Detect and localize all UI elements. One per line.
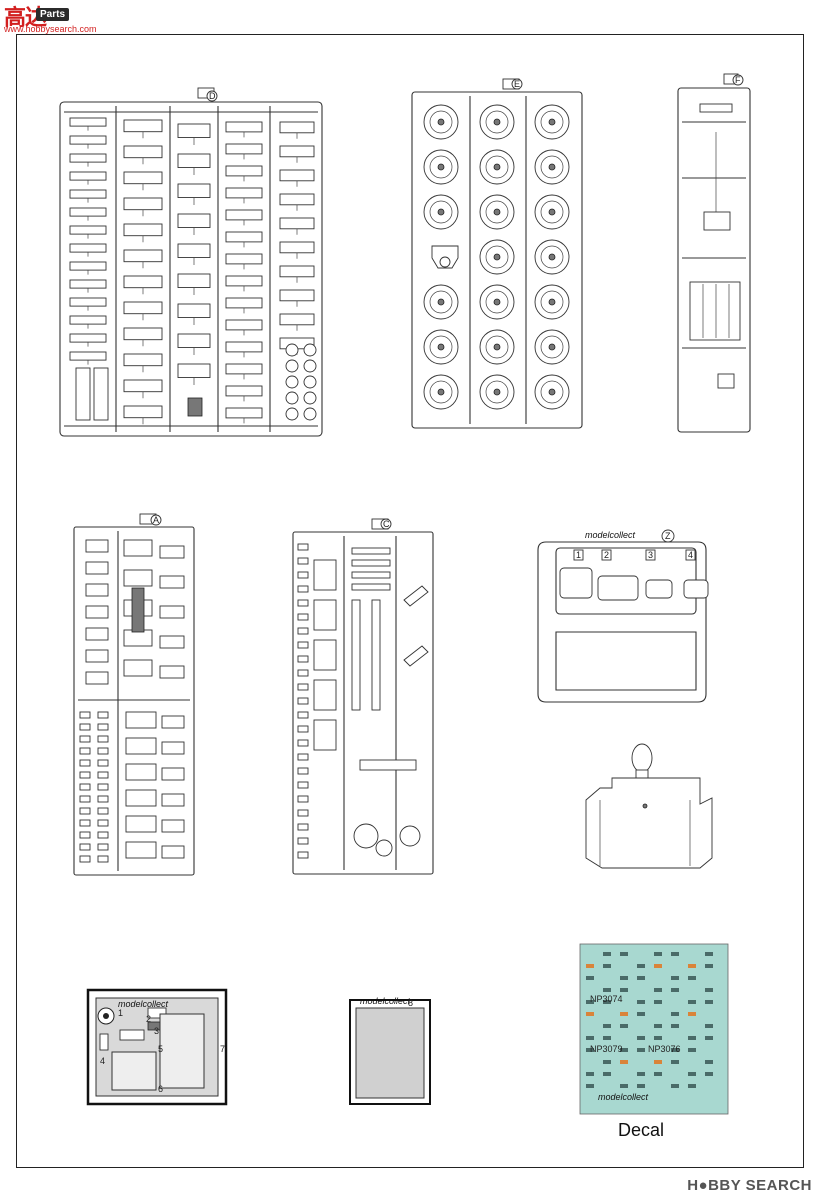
pe-large-number: 1 [118,1008,123,1018]
pe-large-brand: modelcollect [118,999,169,1009]
photo-etch-small: modelcollect 8 [349,996,431,1105]
sprue-a: A [73,513,195,876]
sprue-z-window-label: 3 [648,550,653,560]
sprue-d-letter: D [209,91,216,101]
sprue-z-letter: Z [665,531,671,541]
decal-text-1: NP3074 [590,994,623,1004]
pe-small-brand: modelcollect [360,996,411,1006]
decal-text-3: NP3076 [648,1044,681,1054]
sprue-z-window-label: 2 [604,550,609,560]
watermark-tag: Parts [36,8,70,21]
pe-large-number: 3 [154,1026,159,1036]
sprue-f: F [677,73,751,433]
decal-text-2: NP3079 [590,1044,623,1054]
sprue-a-letter: A [153,515,159,525]
page-frame [16,34,804,1168]
decal-brand: modelcollect [598,1092,649,1102]
watermark-url: www.hobbysearch.com [4,24,97,34]
pe-large-number: 5 [158,1044,163,1054]
sprue-f-letter: F [735,75,741,85]
pe-large-number: 7 [220,1044,225,1054]
sprue-z-window-label: 1 [576,550,581,560]
sprue-d: D [59,87,323,437]
sprue-e: E [411,78,583,429]
pe-large-number: 2 [146,1014,151,1024]
sprue-c-letter: C [383,519,390,529]
sprue-z-brand: modelcollect [585,530,636,540]
watermark: 高达 Parts www.hobbysearch.com [0,0,110,36]
sprue-z: modelcollect Z 1 2 3 4 [537,529,709,703]
pe-large-number: 4 [100,1056,105,1066]
hobby-search-brand: H●BBY SEARCH [687,1177,812,1194]
rubber-part [585,743,713,869]
decal-sheet: NP3074 NP3079 NP3076 modelcollect [579,943,729,1115]
decal-caption: Decal [618,1120,665,1140]
sprue-c: C [292,518,434,875]
sprue-z-window-label: 4 [688,550,693,560]
pe-large-number: 6 [158,1084,163,1094]
sprue-e-letter: E [514,79,520,89]
pe-small-number: 8 [408,998,413,1008]
